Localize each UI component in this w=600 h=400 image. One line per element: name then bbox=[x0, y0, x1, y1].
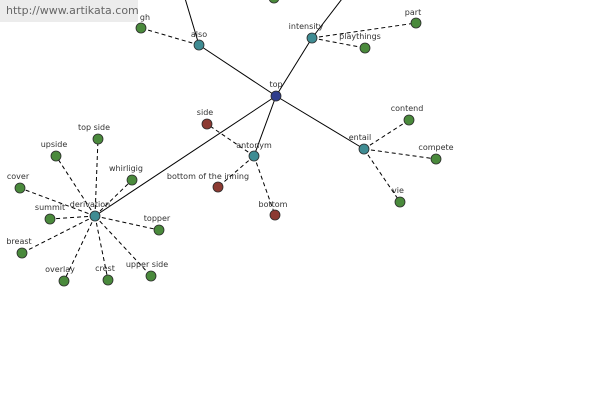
nodes-layer bbox=[14, 0, 442, 287]
label-vie[interactable]: vie bbox=[392, 186, 404, 195]
label-part[interactable]: part bbox=[405, 8, 421, 17]
label-antonym[interactable]: antonym bbox=[236, 141, 272, 150]
edge-top-antonym bbox=[253, 95, 277, 157]
label-upside[interactable]: upside bbox=[41, 140, 68, 149]
label-contend[interactable]: contend bbox=[391, 104, 424, 113]
edge-derivation-overlay bbox=[63, 215, 96, 282]
label-bottom[interactable]: bottom bbox=[259, 200, 288, 209]
labels-layer: top also intensity antonym entail derivation g… bbox=[6, 8, 453, 274]
node-entail[interactable] bbox=[358, 143, 370, 155]
node-crest[interactable] bbox=[102, 274, 114, 286]
node-intensity[interactable] bbox=[306, 32, 318, 44]
node-top-side[interactable] bbox=[92, 133, 104, 145]
node-overlay[interactable] bbox=[58, 275, 70, 287]
edge-entail-compete bbox=[363, 148, 437, 160]
label-summit[interactable]: summit bbox=[35, 203, 65, 212]
label-upper-side[interactable]: upper side bbox=[126, 260, 168, 269]
node-playthings[interactable] bbox=[359, 42, 371, 54]
label-entail[interactable]: entail bbox=[349, 133, 371, 142]
label-cover[interactable]: cover bbox=[7, 172, 30, 181]
edge-intensity-playthings bbox=[311, 37, 366, 49]
edge-derivation-upside bbox=[55, 155, 96, 217]
label-top-side[interactable]: top side bbox=[78, 123, 110, 132]
source-url-banner[interactable]: http://www.artikata.com bbox=[0, 0, 139, 22]
node-also[interactable] bbox=[193, 39, 205, 51]
edge-also-offscreen bbox=[184, 0, 200, 46]
label-intensity[interactable]: intensity bbox=[289, 22, 324, 31]
node-bottom-of-the-inning[interactable] bbox=[212, 181, 224, 193]
node-part[interactable] bbox=[410, 17, 422, 29]
edge-also-gh bbox=[140, 27, 200, 46]
node-compete[interactable] bbox=[430, 153, 442, 165]
label-overlay[interactable]: overlay bbox=[45, 265, 75, 274]
node-gh[interactable] bbox=[135, 22, 147, 34]
edge-top-entail bbox=[275, 95, 365, 150]
node-summit[interactable] bbox=[44, 213, 56, 225]
edge-derivation-breast bbox=[21, 215, 96, 254]
edge-top-offscreen bbox=[311, 0, 342, 39]
node-side[interactable] bbox=[201, 118, 213, 130]
node-upside[interactable] bbox=[50, 150, 62, 162]
node-upper-side[interactable] bbox=[145, 270, 157, 282]
edge-intensity-part bbox=[311, 22, 417, 39]
label-playthings[interactable]: playthings bbox=[339, 32, 381, 41]
label-crest[interactable]: crest bbox=[95, 264, 115, 273]
edge-derivation-cover bbox=[19, 187, 96, 217]
edge-derivation-crest bbox=[94, 215, 109, 281]
node-contend[interactable] bbox=[403, 114, 415, 126]
node-vie[interactable] bbox=[394, 196, 406, 208]
node-whirligig[interactable] bbox=[126, 174, 138, 186]
edge-top-derivation bbox=[94, 95, 277, 217]
node-derivation[interactable] bbox=[89, 210, 101, 222]
edge-derivation-summit bbox=[49, 215, 96, 220]
edges-layer bbox=[19, 0, 437, 282]
label-compete[interactable]: compete bbox=[418, 143, 453, 152]
edge-top-intensity bbox=[275, 37, 313, 97]
node-topper[interactable] bbox=[153, 224, 165, 236]
label-top[interactable]: top bbox=[269, 80, 282, 89]
edge-derivation-topper bbox=[94, 215, 160, 231]
label-topper[interactable]: topper bbox=[144, 214, 171, 223]
label-bottom-of-the-inning[interactable]: bottom of the inning bbox=[167, 172, 249, 181]
node-topmisc[interactable] bbox=[268, 0, 280, 4]
label-side[interactable]: side bbox=[197, 108, 213, 117]
edge-top-also bbox=[198, 44, 277, 97]
node-antonym[interactable] bbox=[248, 150, 260, 162]
node-cover[interactable] bbox=[14, 182, 26, 194]
edge-derivation-top-side bbox=[94, 138, 99, 217]
edge-antonym-bottom-of-the-inning bbox=[217, 155, 255, 188]
edge-entail-vie bbox=[363, 148, 401, 203]
edge-antonym-side bbox=[206, 123, 255, 157]
label-breast[interactable]: breast bbox=[6, 237, 31, 246]
node-breast[interactable] bbox=[16, 247, 28, 259]
edge-entail-contend bbox=[363, 119, 410, 150]
label-gh[interactable]: gh bbox=[140, 13, 150, 22]
node-bottom[interactable] bbox=[269, 209, 281, 221]
node-top[interactable] bbox=[270, 90, 282, 102]
edge-antonym-bottom bbox=[253, 155, 276, 216]
edge-derivation-whirligig bbox=[94, 179, 133, 217]
label-derivation[interactable]: derivation bbox=[70, 200, 110, 209]
label-also[interactable]: also bbox=[191, 30, 207, 39]
label-whirligig[interactable]: whirligig bbox=[109, 164, 143, 173]
